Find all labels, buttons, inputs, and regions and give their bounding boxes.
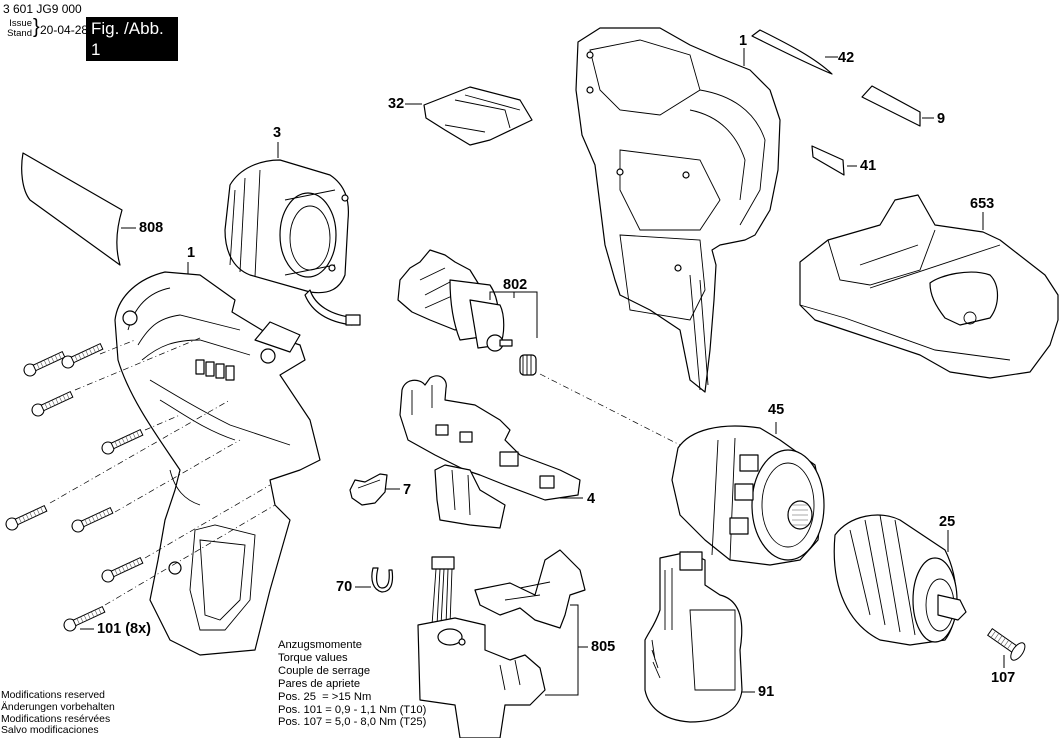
stator-drawing	[224, 142, 361, 326]
issue-date: 20-04-28	[40, 23, 89, 37]
notice-line: Salvo modificaciones	[1, 725, 99, 737]
torque-line: Anzugsmomente	[278, 639, 362, 651]
modifications-notice: Modifications reserved Änderungen vorbeh…	[1, 690, 115, 737]
callout-1-housing-right: 1	[739, 33, 748, 49]
gearbox-drawing	[671, 422, 825, 566]
torque-line: Pos. 101 = 0,9 - 1,1 Nm (T10)	[278, 703, 427, 716]
housing-right-drawing	[575, 27, 781, 393]
callout-653: 653	[970, 196, 995, 212]
motor-drawing	[397, 249, 681, 446]
callout-1-housing-left: 1	[187, 245, 196, 261]
callout-802: 802	[503, 277, 528, 293]
issue-label-de: Stand	[7, 28, 32, 39]
spring-clip-drawing	[355, 567, 394, 593]
callout-3: 3	[273, 125, 282, 141]
housing-screws-drawing	[5, 337, 276, 632]
torque-line: Pos. 25 = >15 Nm	[278, 690, 372, 703]
callout-70: 70	[336, 579, 353, 595]
notice-line: Modifications resérvées	[1, 713, 111, 725]
callout-25: 25	[939, 514, 956, 530]
callout-107: 107	[991, 670, 1016, 686]
callout-808: 808	[139, 220, 164, 236]
switch-assembly-drawing	[417, 549, 588, 738]
electronics-drawing	[399, 375, 583, 529]
issue-label: Issue Stand	[2, 19, 32, 39]
callout-805: 805	[591, 639, 616, 655]
label-9-drawing	[861, 85, 934, 127]
label-42-drawing	[751, 29, 838, 75]
issue-brace: }	[33, 16, 40, 38]
torque-line: Pos. 107 = 5,0 - 8,0 Nm (T25)	[278, 716, 427, 729]
torque-line: Torque values	[278, 651, 348, 664]
issue-label-en: Issue	[9, 18, 32, 29]
chuck-drawing	[833, 514, 967, 646]
callout-9: 9	[937, 111, 946, 127]
housing-left-drawing	[114, 262, 321, 656]
torque-line: Couple de serrage	[278, 664, 371, 677]
torque-line: Pares de apriete	[278, 677, 361, 690]
torque-values-note: Anzugsmomente Torque values Couple de se…	[278, 639, 426, 729]
battery-drawing	[644, 551, 755, 723]
callout-42: 42	[838, 50, 855, 66]
figure-label: Fig. /Abb. 1	[86, 17, 178, 61]
callout-41: 41	[860, 158, 877, 174]
notice-line: Modifications reserved	[1, 690, 105, 701]
chuck-screw-drawing	[987, 628, 1026, 668]
notice-line: Änderungen vorbehalten	[1, 701, 115, 713]
callout-7: 7	[403, 482, 412, 498]
callout-45: 45	[768, 402, 785, 418]
label-41-drawing	[811, 145, 857, 176]
part-number: 3 601 JG9 000	[3, 2, 82, 16]
callout-91: 91	[758, 684, 775, 700]
nameplate-808-drawing	[21, 152, 136, 266]
callout-4: 4	[587, 491, 596, 507]
callout-32: 32	[388, 96, 405, 112]
callout-101: 101 (8x)	[97, 621, 152, 637]
charger-drawing	[799, 194, 1059, 379]
slide-cover-drawing	[405, 86, 533, 146]
direction-switch-drawing	[349, 473, 400, 506]
